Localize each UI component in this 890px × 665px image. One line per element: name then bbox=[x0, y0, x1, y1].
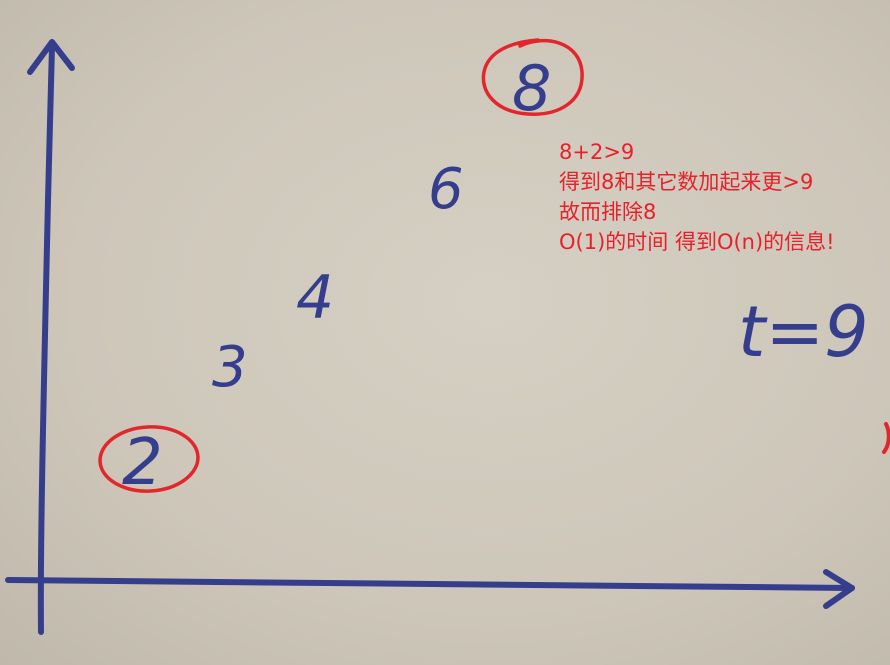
number-3: 3 bbox=[212, 335, 248, 400]
note-line-3: 故而排除8 bbox=[559, 200, 657, 224]
number-2: 2 bbox=[122, 426, 163, 500]
x-axis-arrowhead bbox=[823, 569, 855, 609]
note-line-2: 得到8和其它数加起来更>9 bbox=[559, 170, 814, 194]
circle-around-2 bbox=[98, 425, 200, 493]
note-line-1: 8+2>9 bbox=[559, 140, 635, 164]
circle-around-8 bbox=[481, 38, 584, 116]
number-4: 4 bbox=[296, 263, 334, 333]
note-line-4: O(1)的时间 得到O(n)的信息! bbox=[559, 230, 835, 254]
y-axis bbox=[37, 43, 55, 635]
number-8: 8 bbox=[512, 52, 551, 125]
target-label: t=9 bbox=[738, 291, 869, 373]
x-axis bbox=[5, 577, 855, 591]
red-note: 8+2>9 得到8和其它数加起来更>9 故而排除8 O(1)的时间 得到O(n)… bbox=[559, 137, 835, 257]
y-axis-arrowhead bbox=[27, 39, 75, 75]
number-6: 6 bbox=[428, 157, 464, 222]
red-mark-edge bbox=[882, 422, 890, 454]
